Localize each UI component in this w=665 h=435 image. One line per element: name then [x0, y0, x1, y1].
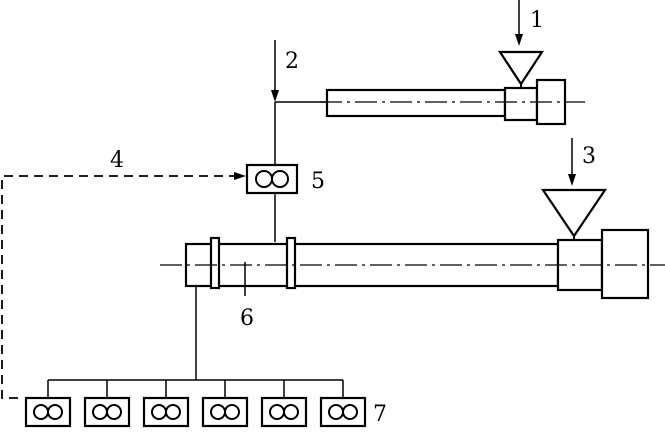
small-extruder-barrel [325, 88, 507, 118]
flange-left [209, 236, 221, 290]
double-circle-pump-icon [271, 170, 289, 188]
main-extruder [160, 138, 665, 300]
recycle-line-4 [1, 172, 246, 399]
spinning-pump [260, 380, 308, 428]
arrow-down-icon [271, 90, 279, 102]
spinning-pump [83, 380, 131, 428]
small-extruder [320, 0, 585, 126]
double-circle-pump-icon [283, 404, 299, 420]
small-extruder-head [503, 86, 539, 122]
double-circle-pump-icon [342, 404, 358, 420]
double-circle-pump-icon [165, 404, 181, 420]
spinning-pump [142, 380, 190, 428]
label-5: 5 [311, 169, 325, 194]
metering-pump-5 [245, 163, 299, 242]
pump-manifold [24, 286, 367, 428]
label-3: 3 [582, 144, 596, 169]
label-6: 6 [240, 306, 254, 331]
flange-right [285, 236, 297, 290]
spinning-pump [24, 380, 72, 428]
double-circle-pump-icon [106, 404, 122, 420]
hopper-icon [497, 50, 545, 87]
label-7: 7 [373, 402, 387, 427]
double-circle-pump-icon [47, 404, 63, 420]
main-extruder-motor [600, 228, 650, 300]
label-1: 1 [530, 8, 544, 33]
spinning-pump-row [24, 380, 367, 428]
double-circle-pump-icon [224, 404, 240, 420]
arrow-down-icon [515, 34, 523, 46]
feed-2-line [271, 40, 327, 165]
arrow-right-icon [234, 172, 246, 180]
hopper-icon [540, 188, 608, 238]
label-4: 4 [110, 148, 124, 173]
arrow-down-icon [568, 174, 576, 186]
label-2: 2 [285, 49, 299, 74]
spinning-pump [319, 380, 367, 428]
recycle-dashed-line [1, 175, 238, 399]
spinning-pump [201, 380, 249, 428]
